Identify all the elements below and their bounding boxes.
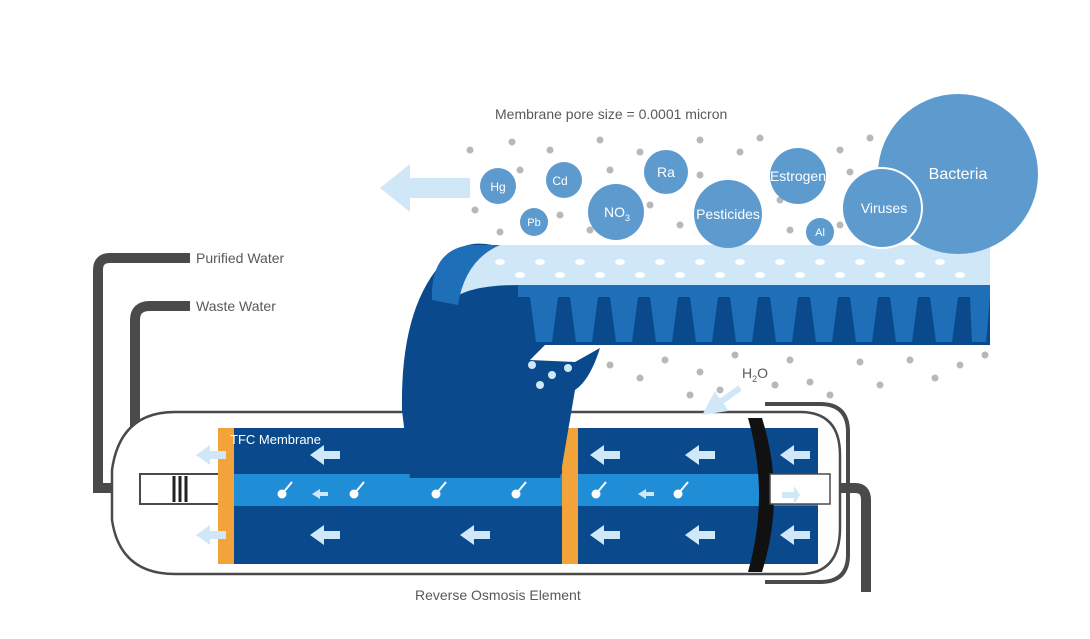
particle-pb: [520, 208, 548, 236]
membrane-sheet: [401, 243, 990, 478]
water-flow-arrow: [702, 385, 742, 415]
water-label: H2O: [742, 365, 768, 384]
label-estrogen: Estrogen: [770, 168, 826, 184]
particle-cd: [546, 162, 582, 198]
membrane-pores: [530, 297, 990, 342]
particle-al: [806, 218, 834, 246]
pore-size-label: Membrane pore size = 0.0001 micron: [495, 106, 727, 122]
tfc-membrane-label: TFC Membrane: [230, 432, 321, 447]
impurity-flakes: [277, 481, 689, 499]
label-ra: Ra: [657, 164, 675, 180]
label-cd: Cd: [552, 174, 567, 188]
contaminant-dots: [466, 134, 989, 399]
particle-ra: [644, 150, 688, 194]
ro-element-label: Reverse Osmosis Element: [415, 587, 581, 603]
label-viruses: Viruses: [861, 200, 907, 216]
waste-water-label: Waste Water: [196, 298, 276, 314]
waste-water-pipe: [130, 301, 190, 432]
particle-estrogen: [770, 148, 826, 204]
label-pb: Pb: [527, 217, 540, 229]
label-bacteria: Bacteria: [929, 166, 988, 183]
purified-water-label: Purified Water: [196, 250, 285, 266]
particle-no3: [588, 184, 644, 240]
contaminant-particles: [480, 94, 1038, 254]
label-hg: Hg: [490, 180, 505, 194]
particle-viruses: [841, 167, 923, 249]
feed-pipe: [830, 483, 871, 592]
label-al: Al: [815, 227, 825, 239]
label-no3: NO3: [604, 204, 630, 223]
particle-pesticides: [694, 180, 762, 248]
purified-water-pipe: [93, 253, 190, 493]
purified-flow-arrow: [380, 164, 470, 212]
particle-hg: [480, 168, 516, 204]
label-pesticides: Pesticides: [696, 206, 760, 222]
